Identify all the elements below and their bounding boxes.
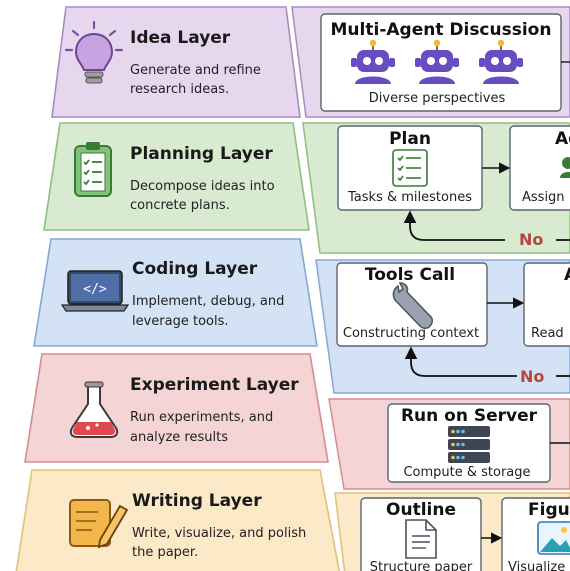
pencil-paper-icon	[69, 499, 129, 549]
assign-title: Ag	[555, 129, 570, 149]
experiment-layer-title: Experiment Layer	[130, 375, 299, 395]
figure-title: Figu	[528, 500, 570, 520]
figure-sub: Visualize	[508, 560, 565, 571]
coding-layer-title: Coding Layer	[132, 259, 258, 279]
server-icon	[448, 426, 490, 463]
idea-layer-desc-line2: research ideas.	[130, 82, 229, 97]
image-icon	[537, 521, 570, 555]
lightbulb-icon	[64, 20, 124, 84]
laptop-code-icon: </>	[60, 270, 130, 312]
robot-icon	[479, 39, 523, 84]
experiment-layer-desc-line1: Run experiments, and	[130, 410, 273, 425]
writing-layer-desc-line1: Write, visualize, and polish	[132, 526, 306, 541]
tools-call-title: Tools Call	[365, 265, 455, 285]
planning-layer-title: Planning Layer	[130, 144, 273, 164]
robot-icon	[415, 39, 459, 84]
coding-layer-desc-line2: leverage tools.	[132, 314, 229, 329]
coding-feedback-arrow	[404, 346, 517, 377]
tools-call-sub: Constructing context	[343, 326, 479, 341]
checklist-icon	[392, 149, 428, 187]
planning-layer-desc-line1: Decompose ideas into	[130, 179, 275, 194]
idea-layer-title: Idea Layer	[130, 28, 231, 48]
coding-no-label: No	[520, 367, 544, 386]
outline-title: Outline	[386, 500, 456, 520]
idea-layer-desc-line1: Generate and refine	[130, 63, 261, 78]
agent-icon	[560, 157, 570, 178]
assign-sub: Assign	[522, 190, 565, 205]
planning-feedback-arrow	[403, 210, 505, 241]
run-server-title: Run on Server	[401, 406, 538, 426]
planning-layer-desc-line2: concrete plans.	[130, 198, 230, 213]
writing-layer-title: Writing Layer	[132, 491, 262, 511]
planning-no-label: No	[519, 230, 543, 249]
coding-layer-panel	[33, 238, 318, 347]
writing-layer-desc-line2: the paper.	[132, 545, 198, 560]
read-title: A	[564, 265, 570, 285]
experiment-layer-desc-line2: analyze results	[130, 430, 228, 445]
wrench-icon	[392, 282, 433, 329]
plan-sub: Tasks & milestones	[347, 190, 472, 205]
flask-icon	[69, 381, 119, 438]
coding-layer-desc-line1: Implement, debug, and	[132, 294, 284, 309]
read-sub: Read	[531, 326, 564, 341]
document-icon	[405, 519, 437, 559]
multi-agent-title: Multi-Agent Discussion	[331, 20, 552, 40]
svg-text:</>: </>	[83, 282, 107, 297]
robot-icon	[351, 39, 395, 84]
run-server-sub: Compute & storage	[403, 465, 530, 480]
clipboard-icon	[74, 142, 112, 197]
multi-agent-sub: Diverse perspectives	[369, 91, 506, 106]
idea-layer-panel	[51, 6, 301, 118]
experiment-layer-panel	[24, 353, 329, 463]
plan-title: Plan	[389, 129, 431, 149]
outline-sub: Structure paper	[370, 560, 473, 571]
